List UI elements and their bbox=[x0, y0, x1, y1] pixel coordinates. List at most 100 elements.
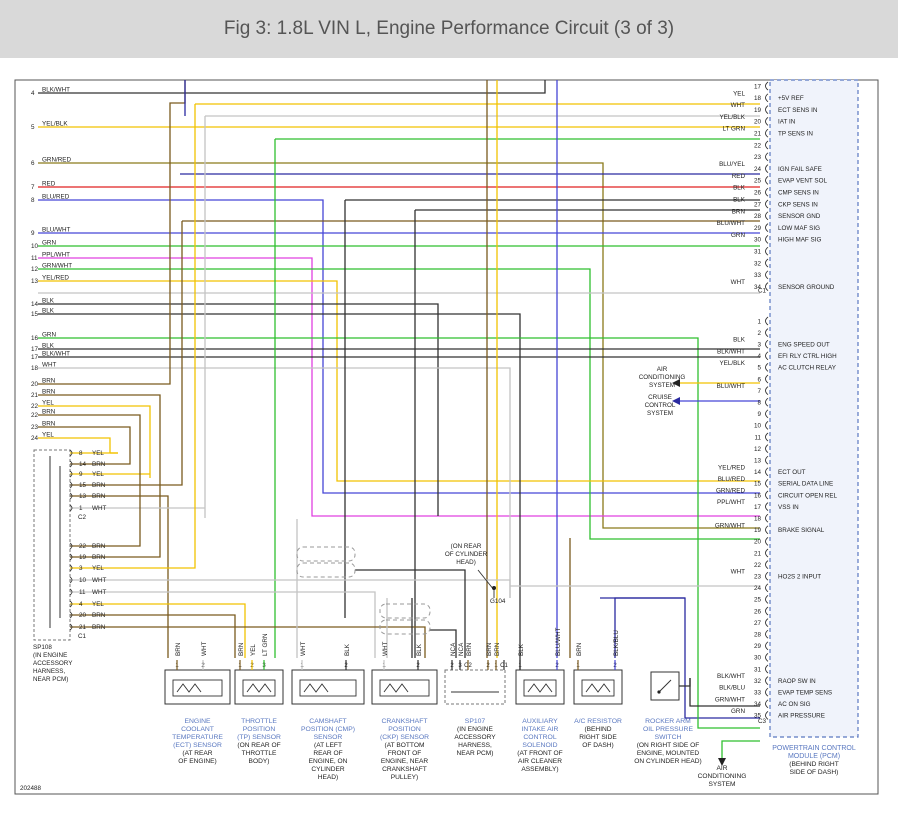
sp108-wire-color: BRN bbox=[92, 554, 106, 561]
pcm-pin-number: 26 bbox=[754, 608, 762, 615]
component-wire-color: BRN bbox=[238, 642, 245, 656]
left-terminal-number: 22 bbox=[31, 403, 39, 410]
pcm-pin-number: 27 bbox=[754, 201, 762, 208]
pin-bracket bbox=[765, 560, 769, 569]
sp107-box bbox=[444, 669, 506, 705]
left-wire-color: GRN/WHT bbox=[42, 263, 72, 270]
pcm-wire-color: LT GRN bbox=[722, 126, 745, 133]
left-wire-color: BRN bbox=[42, 378, 56, 385]
wire-blk-14 bbox=[38, 303, 439, 516]
resistor-zigzag bbox=[383, 683, 409, 693]
component-location: ACCESSORY bbox=[454, 734, 496, 741]
left-terminal-number: 5 bbox=[31, 124, 35, 131]
sp108-box bbox=[33, 449, 71, 641]
figure-id: 202488 bbox=[20, 785, 42, 792]
pcm-wire-color: YEL/BLK bbox=[719, 114, 745, 121]
sp108-pin-bracket bbox=[69, 553, 73, 561]
wire-yel-red bbox=[38, 280, 760, 482]
component-wire-color: WHT bbox=[382, 642, 389, 656]
component-body bbox=[515, 669, 565, 705]
wire-ckp-to-sp107 bbox=[430, 629, 457, 658]
left-wire-color: GRN bbox=[42, 332, 56, 339]
pcm-wire-color: PPL/WHT bbox=[717, 499, 745, 506]
pcm-pin-number: 23 bbox=[754, 154, 762, 161]
component-name: (TP) SENSOR bbox=[237, 734, 281, 741]
pin-bracket bbox=[765, 339, 769, 349]
sp108-wire-color: YEL bbox=[92, 601, 104, 608]
pcm-pin-number: 24 bbox=[754, 166, 762, 173]
g104-note: (ON REAR bbox=[451, 543, 482, 550]
pin-bracket bbox=[765, 328, 769, 337]
left-wire-color: YEL bbox=[42, 432, 54, 439]
component-4: 1WHT2BLK bbox=[371, 642, 438, 705]
component-name: AUXILIARY bbox=[522, 718, 558, 725]
pin-bracket bbox=[765, 502, 769, 511]
pcm-function-label: HIGH MAF SIG bbox=[778, 237, 821, 244]
sp108-pin-number: 9 bbox=[79, 471, 83, 478]
component-name: POSITION bbox=[388, 726, 421, 733]
component-location: FRONT OF bbox=[388, 750, 422, 757]
component-wire-color: BLK bbox=[344, 643, 351, 656]
component-wire-color: NCA bbox=[458, 642, 465, 656]
pcm-wire-color: GRN/RED bbox=[716, 488, 745, 495]
ac-system-bottom-label: AIR bbox=[717, 765, 728, 772]
sp108-pin-bracket bbox=[69, 623, 73, 631]
pcm-pin-number: 20 bbox=[754, 119, 762, 126]
left-terminal-number: 14 bbox=[31, 301, 39, 308]
pcm-function-label: SERIAL DATA LINE bbox=[778, 481, 833, 488]
pcm-pin-number: 17 bbox=[754, 504, 762, 511]
pcm-name: POWERTRAIN CONTROL bbox=[772, 745, 856, 752]
component-location: RIGHT SIDE bbox=[579, 734, 617, 741]
left-terminal-number: 21 bbox=[31, 392, 39, 399]
component-wire-color: BRN bbox=[466, 642, 473, 656]
sp-wht-11 bbox=[118, 591, 376, 658]
wire-yel-24 bbox=[38, 437, 111, 453]
component-location: NEAR PCM) bbox=[457, 750, 494, 757]
pcm-wire-color: GRN bbox=[731, 708, 745, 715]
pcm-pin-number: 19 bbox=[754, 527, 762, 534]
component-location: (ON REAR OF bbox=[237, 742, 280, 749]
sp108-pin-number: 21 bbox=[79, 624, 87, 631]
ac-system-label: CONDITIONING bbox=[639, 374, 686, 381]
left-wire-color: BLK bbox=[42, 343, 55, 350]
component-location: ENGINE, MOUNTED bbox=[637, 750, 700, 757]
sp108-c1: C1 bbox=[78, 633, 87, 640]
pcm-function-label: VSS IN bbox=[778, 504, 799, 511]
sp108-wire-color: WHT bbox=[92, 577, 106, 584]
pcm-pin-number: 22 bbox=[754, 142, 762, 149]
component-location: (AT REAR bbox=[182, 750, 212, 757]
switch-blade bbox=[658, 679, 672, 693]
component-name: ENGINE bbox=[184, 718, 211, 725]
sp108-pin-bracket bbox=[69, 588, 73, 596]
pin-bracket bbox=[765, 351, 769, 361]
sp-yel-3 bbox=[118, 478, 196, 569]
left-wire-color: BLK bbox=[42, 298, 55, 305]
component-location: BODY) bbox=[249, 758, 270, 765]
pin-bracket bbox=[765, 421, 769, 430]
pcm-function-label: AC ON SIG bbox=[778, 701, 811, 708]
sp108-pin-bracket bbox=[69, 611, 73, 619]
pcm-pin-number: 27 bbox=[754, 620, 762, 627]
pin-bracket bbox=[765, 374, 769, 384]
component-location: OF ENGINE) bbox=[178, 758, 216, 765]
sp-brn bbox=[118, 453, 131, 465]
components: 1BRN2WHT1BRN2YEL3LT GRN1WHT2BLK1WHT2BLK2… bbox=[164, 546, 680, 705]
pcm-function-label: HO2S 2 INPUT bbox=[778, 574, 821, 581]
component-location: REAR OF bbox=[313, 750, 342, 757]
wire-grn-red bbox=[38, 162, 760, 529]
component-wire-color: BLK/BLU bbox=[613, 630, 620, 656]
sp108-pin-number: 11 bbox=[79, 589, 86, 596]
left-wire-color: RED bbox=[42, 181, 56, 188]
pcm-pin-number: 26 bbox=[754, 190, 762, 197]
left-wire-color: BRN bbox=[42, 389, 56, 396]
pcm-pin-number: 31 bbox=[754, 666, 762, 673]
pcm-pin-number: 28 bbox=[754, 213, 762, 220]
pcm-pin-number: 13 bbox=[754, 458, 762, 465]
pcm-pin-number: 9 bbox=[757, 411, 761, 418]
component-location: (AT BOTTOM bbox=[385, 742, 425, 749]
wire-air-pressure bbox=[721, 740, 760, 758]
sp108-pin-bracket bbox=[69, 564, 73, 572]
g104-note: OF CYLINDER bbox=[445, 551, 488, 558]
pcm-function-label: ECT OUT bbox=[778, 469, 806, 476]
